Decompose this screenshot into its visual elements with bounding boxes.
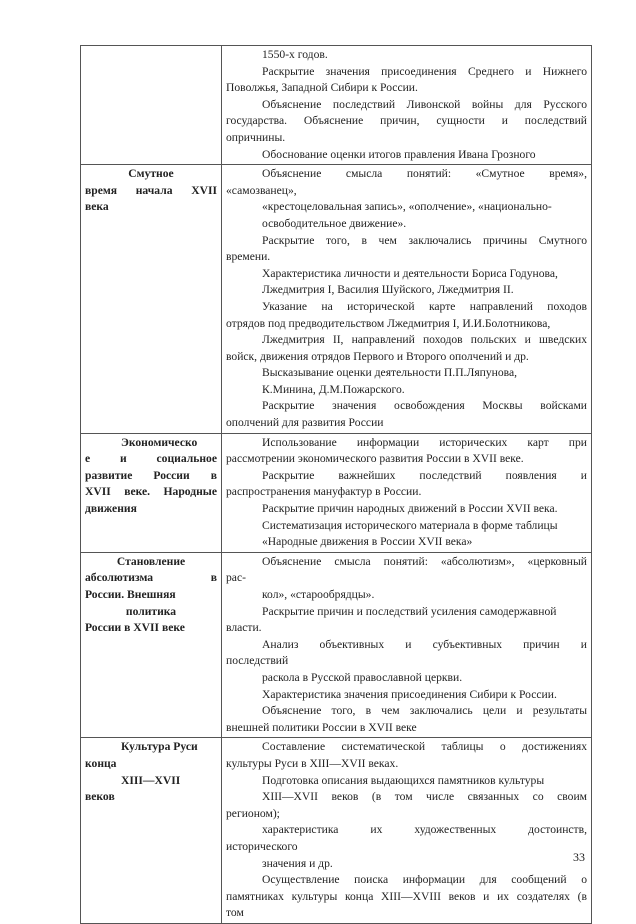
content-line: XIII—XVII веков (в том числе связанных с… <box>262 790 587 804</box>
content-line: раскола в Русской православной церкви. <box>262 670 463 684</box>
topic-line: России в XVII веке <box>85 621 185 635</box>
content-cell: Объяснение смысла понятий: «Смутное врем… <box>221 164 592 434</box>
table-row: Становление абсолютизма в России. Внешняя п… <box>80 551 592 739</box>
content-line: распространения мануфактур в России. <box>226 485 422 499</box>
content-line: кол», «старообрядцы». <box>262 588 375 601</box>
content-line: Объяснение смысла понятий: «Смутное врем… <box>262 167 587 181</box>
content-line: Поволжья, Западной Сибири к России. <box>226 81 418 95</box>
content-line: Раскрытие того, в чем заключались причин… <box>262 233 587 247</box>
topic-line: развитие России в <box>85 468 217 482</box>
page-number: 33 <box>573 850 585 864</box>
content-line: внешней политики России в XVII веке <box>226 720 417 734</box>
content-line: Высказывание оценки деятельности П.П.Ляп… <box>262 366 518 380</box>
content-line: Объяснение того, в чем заключались цели … <box>262 704 587 718</box>
content-line: Объяснение последствий Ливонской войны д… <box>262 97 587 111</box>
content-line: памятниках культуры конца XIII—XVIII век… <box>226 889 587 903</box>
content-line: «самозванец», <box>226 183 297 197</box>
topic-line: Смутное <box>128 167 174 181</box>
content-line: культуры Руси в XIII—XVII веках. <box>226 756 399 770</box>
content-line: том <box>226 906 244 920</box>
content-cell: 1550-х годов. Раскрытие значения присоеди… <box>221 44 592 166</box>
topic-line: политика <box>125 604 177 618</box>
topic-line: Культура Руси <box>121 740 198 754</box>
content-line: последствий <box>226 654 289 668</box>
content-line: Раскрытие причин и последствий усиления … <box>262 604 557 618</box>
content-line: Объяснение смысла понятий: «абсолютизм»,… <box>262 554 587 568</box>
content-line: опричнины. <box>226 130 286 144</box>
content-line: Использование информации исторических ка… <box>262 435 587 449</box>
topic-line: Становление <box>116 554 186 568</box>
content-line: Осуществление поиска информации для сооб… <box>262 873 587 887</box>
content-line: государства. Объяснение причин, сущности… <box>226 114 587 128</box>
content-line: ополчений для развития России <box>226 416 384 430</box>
content-line: характеристика их художественных достоин… <box>262 823 587 837</box>
content-line: Составление систематической таблицы о до… <box>262 740 587 754</box>
topic-line: Экономическо <box>121 435 198 449</box>
content-line: К.Минина, Д.М.Пожарского. <box>262 382 405 396</box>
topic-line: время начала XVII <box>85 183 217 197</box>
topic-cell: Смутное время начала XVII века <box>80 164 222 434</box>
content-line: Систематизация исторического материала в… <box>262 518 558 532</box>
table-row: Экономическо е и социальное развитие Росси… <box>80 432 592 553</box>
topic-line: веков <box>85 790 115 804</box>
topic-line: века <box>85 200 109 214</box>
content-cell: Составление систематической таблицы о до… <box>221 737 592 924</box>
topic-cell: Экономическо е и социальное развитие Росси… <box>80 432 222 553</box>
topic-line: абсолютизма в <box>85 571 217 585</box>
content-line: Лжедмитрия II, направлений походов польс… <box>262 333 587 347</box>
topic-cell <box>80 44 222 166</box>
table-row: Смутное время начала XVII века Объяснение с… <box>80 164 592 434</box>
content-line: рассмотрении экономического развития Рос… <box>226 452 524 466</box>
content-line: Указание на исторической карте направлен… <box>262 299 587 313</box>
content-line: освободительное движение». <box>262 216 407 230</box>
content-line: Анализ объективных и субъективных причин… <box>262 637 587 651</box>
content-line: «Народные движения в России XVII века» <box>262 535 473 549</box>
content-line: Подготовка описания выдающихся памятнико… <box>262 773 545 787</box>
content-line: регионом); <box>226 806 280 820</box>
topic-line: России. Внешняя <box>85 588 176 601</box>
content-line: времени. <box>226 250 271 264</box>
content-line: Раскрытие значения присоединения Среднег… <box>262 64 587 78</box>
topic-line: XVII веке. Народные <box>85 485 217 499</box>
content-line: отрядов под предводительством Лжедмитрия… <box>226 316 551 330</box>
content-line: Раскрытие значения освобождения Москвы в… <box>262 399 587 413</box>
topic-line: конца <box>85 756 117 770</box>
table-row: 1550-х годов. Раскрытие значения присоеди… <box>80 44 592 166</box>
topic-line: е и социальное <box>85 452 217 466</box>
topic-line: XIII—XVII <box>121 773 181 787</box>
topic-line: движения <box>85 502 137 516</box>
content-line: «крестоцеловальная запись», «ополчение»,… <box>262 200 552 214</box>
content-line: Раскрытие причин народных движений в Рос… <box>262 502 558 516</box>
content-cell: Объяснение смысла понятий: «абсолютизм»,… <box>221 551 592 739</box>
content-line: рас- <box>226 571 246 585</box>
content-cell: Использование информации исторических ка… <box>221 432 592 553</box>
content-line: 1550-х годов. <box>262 48 328 61</box>
content-line: Лжедмитрия I, Василия Шуйского, Лжедмитр… <box>262 283 514 297</box>
content-line: Характеристика личности и деятельности Б… <box>262 266 558 280</box>
content-line: Раскрытие важнейших последствий появлени… <box>262 468 587 482</box>
topic-cell: Становление абсолютизма в России. Внешняя п… <box>80 551 222 739</box>
content-line: Обоснование оценки итогов правления Иван… <box>262 147 536 161</box>
content-line: исторического <box>226 839 298 853</box>
content-line: войск, движения отрядов Первого и Второг… <box>226 349 529 363</box>
content-line: Характеристика значения присоединения Си… <box>262 687 557 701</box>
content-line: значения и др. <box>262 856 333 870</box>
curriculum-table: 1550-х годов. Раскрытие значения присоеди… <box>80 44 592 924</box>
content-line: власти. <box>226 621 262 635</box>
